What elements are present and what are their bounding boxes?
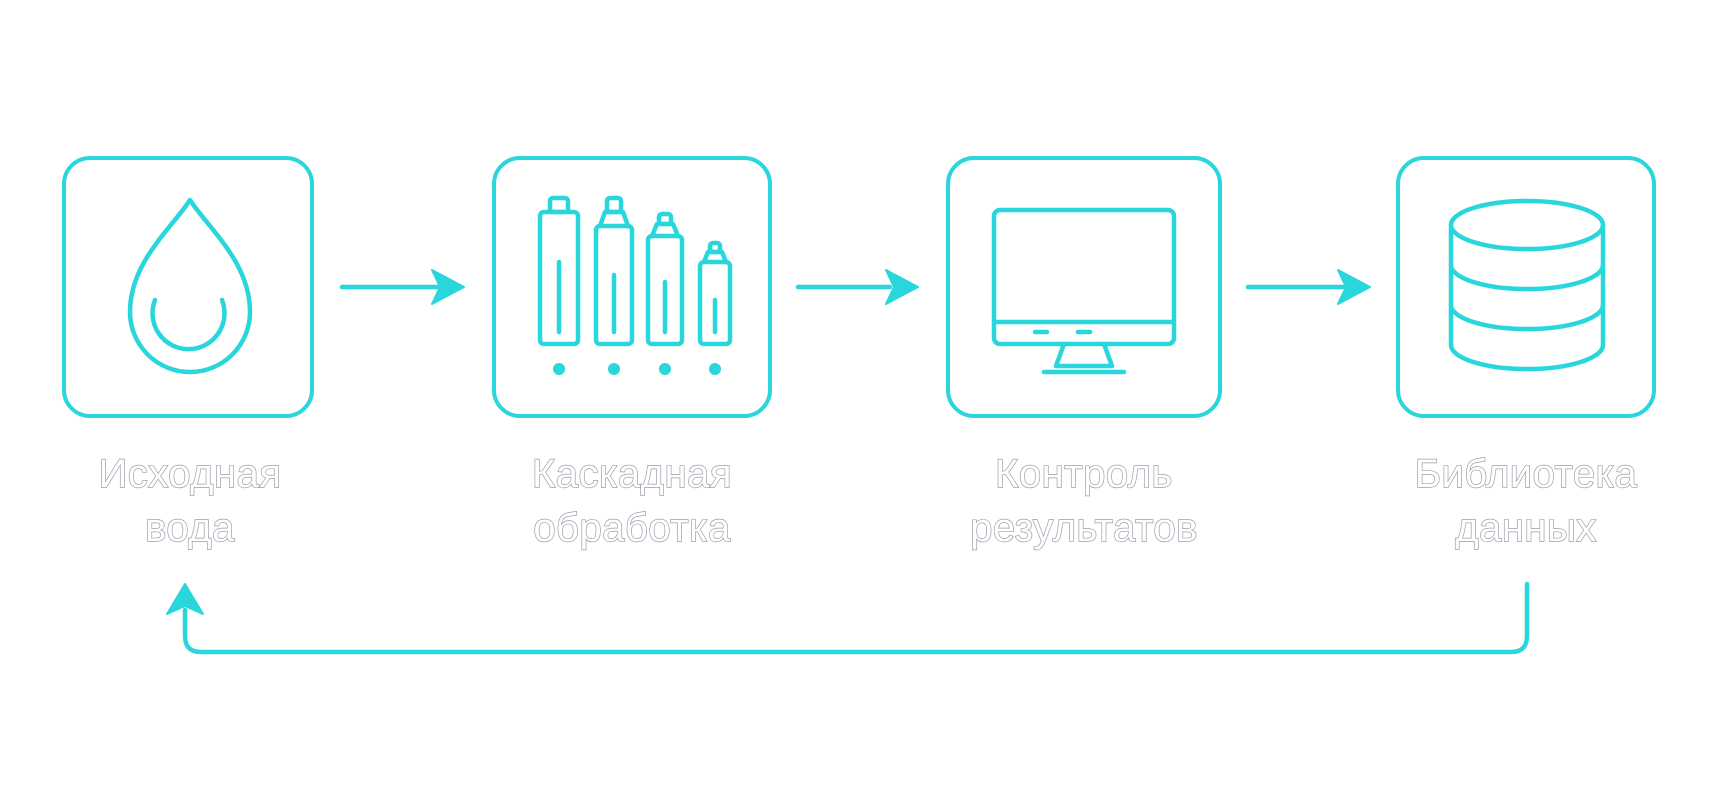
arrow-source-to-treatment [339, 269, 465, 305]
monitor-icon [991, 207, 1177, 375]
stage-label-line1: Каскадная [532, 452, 732, 496]
stage-box-source-water [62, 156, 314, 418]
stage-label-line2: вода [145, 506, 235, 550]
arrow-treatment-to-control [795, 269, 919, 305]
stage-data-library: Библиотека данных [1396, 156, 1656, 551]
stage-label-line2: данных [1455, 506, 1597, 550]
water-drop-icon [127, 197, 253, 375]
stage-cascade-treatment: Каскадная обработка [492, 156, 772, 551]
stage-label-line2: результатов [970, 506, 1198, 550]
arrow-control-to-library [1245, 269, 1371, 305]
stage-box-results-control [946, 156, 1222, 418]
stage-label-line1: Библиотека [1415, 452, 1638, 496]
stage-label-line1: Исходная [98, 452, 281, 496]
feedback-loop-arrow [166, 581, 1530, 655]
stage-label-line2: обработка [533, 506, 731, 550]
stage-results-control: Контроль результатов [946, 156, 1222, 551]
database-icon [1448, 198, 1606, 372]
stage-label-line1: Контроль [995, 452, 1173, 496]
filter-cartridges-icon [537, 195, 733, 375]
stage-source-water: Исходная вода [62, 156, 314, 551]
